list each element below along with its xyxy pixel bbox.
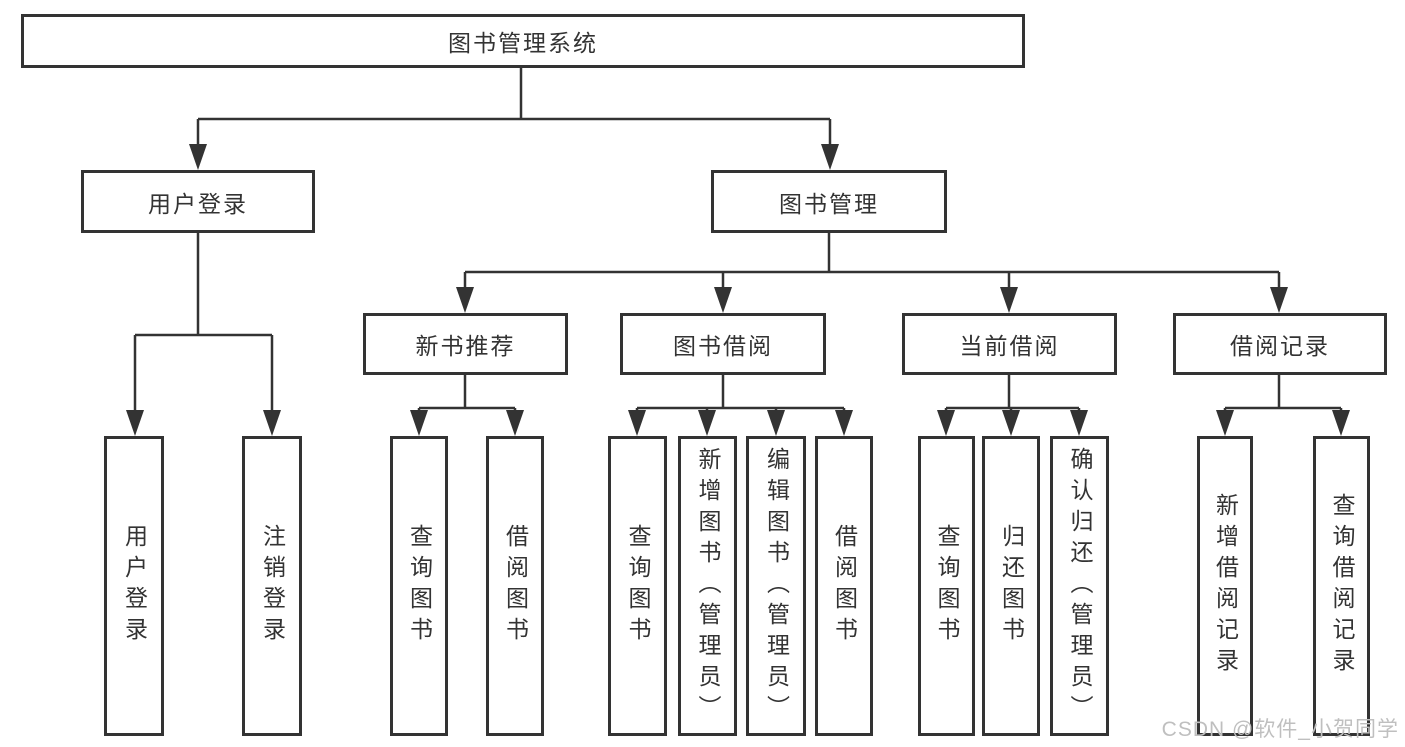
leaf-user-login: 用户登录	[104, 436, 164, 736]
leaf-borrowing-add-books-admin: 新增图书（管理员）	[678, 436, 737, 736]
leaf-current-confirm-return-admin: 确认归还（管理员）	[1050, 436, 1109, 736]
node-new-book-recommend: 新书推荐	[363, 313, 568, 375]
leaf-borrowing-query-books: 查询图书	[608, 436, 667, 736]
leaf-current-query-books: 查询图书	[918, 436, 975, 736]
node-current-borrowing: 当前借阅	[902, 313, 1117, 375]
node-root: 图书管理系统	[21, 14, 1025, 68]
leaf-newrec-borrow-books: 借阅图书	[486, 436, 544, 736]
node-user-login: 用户登录	[81, 170, 315, 233]
leaf-current-return-books: 归还图书	[982, 436, 1040, 736]
watermark: CSDN @软件_小贺同学	[1161, 718, 1399, 741]
leaf-records-query-borrow-record: 查询借阅记录	[1313, 436, 1370, 736]
leaf-records-add-borrow-record: 新增借阅记录	[1197, 436, 1253, 736]
node-borrow-records: 借阅记录	[1173, 313, 1387, 375]
node-book-management: 图书管理	[711, 170, 947, 233]
node-book-borrowing: 图书借阅	[620, 313, 826, 375]
leaf-borrowing-borrow-books: 借阅图书	[815, 436, 873, 736]
leaf-newrec-query-books: 查询图书	[390, 436, 448, 736]
leaf-borrowing-edit-books-admin: 编辑图书（管理员）	[746, 436, 806, 736]
leaf-logout: 注销登录	[242, 436, 302, 736]
